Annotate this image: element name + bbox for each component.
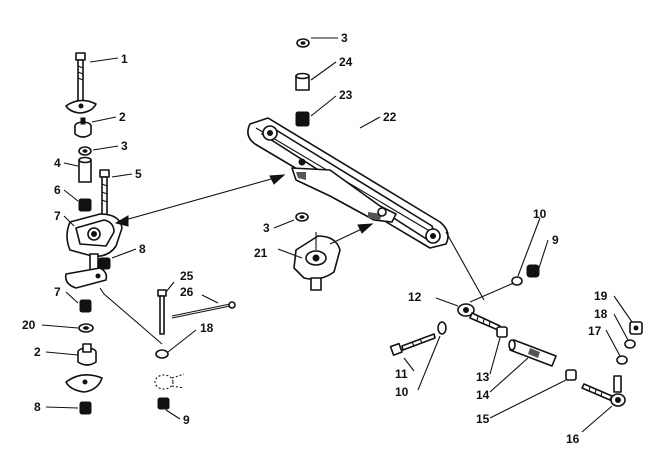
adjuster-sleeve-part-14 (508, 339, 557, 367)
washer-part-20 (78, 323, 94, 333)
callout-1: 1 (121, 52, 128, 66)
spacer-ghost (154, 373, 185, 390)
bushing-part-23 (295, 111, 310, 127)
callout-3: 3 (121, 139, 128, 153)
bolt-part-5 (99, 169, 110, 218)
washer-part-3-top (296, 38, 310, 48)
washer-part-10-lower (437, 321, 447, 335)
upper-plate (65, 99, 97, 114)
callout-9-center: 9 (183, 413, 190, 427)
pivot-bracket-part-6 (66, 213, 123, 271)
nut-part-8-lower (79, 401, 92, 415)
callout-23: 23 (339, 88, 353, 102)
callout-25: 25 (180, 269, 194, 283)
callout-11: 11 (395, 367, 408, 381)
spacer-part-24 (295, 72, 310, 91)
nut-part-9-center (157, 397, 170, 410)
lower-flat-plate (64, 267, 108, 289)
washer-part-3-left (78, 146, 92, 156)
nut-part-9-right (526, 264, 540, 278)
callout-3-center: 3 (263, 221, 270, 235)
nut-part-8-upper (98, 257, 111, 270)
sleeve-part-4 (78, 156, 92, 183)
callout-4: 4 (54, 156, 61, 170)
connector-line-right (445, 231, 517, 303)
bolt-part-25 (157, 289, 167, 335)
lower-plate (65, 374, 103, 393)
callout-8-lower: 8 (34, 400, 41, 414)
callout-2-lower: 2 (34, 345, 41, 359)
callout-20: 20 (22, 318, 36, 332)
connector-line-left (99, 287, 163, 345)
bolt-part-1 (75, 52, 86, 103)
nut-part-7-upper (78, 198, 92, 212)
washer-part-18 (155, 349, 169, 359)
callout-6: 7 (54, 209, 61, 223)
bolt-part-11 (389, 333, 436, 356)
bushing-part-2-upper (74, 117, 92, 138)
washer-part-10-upper (511, 276, 523, 286)
callout-7: 6 (54, 183, 61, 197)
callout-18-right: 18 (594, 307, 608, 321)
callout-3-top: 3 (341, 31, 348, 45)
callout-9-right: 9 (552, 233, 559, 247)
assembly-arrow-lower (329, 223, 374, 245)
callout-16: 16 (566, 432, 580, 446)
callout-10-lower: 10 (395, 385, 409, 399)
bracket-part-21 (293, 232, 341, 291)
nut-part-15 (565, 369, 577, 381)
callout-5: 5 (135, 167, 142, 181)
callout-10-upper: 10 (533, 207, 547, 221)
callout-8: 8 (139, 242, 146, 256)
callout-2: 2 (119, 110, 126, 124)
bushing-part-2-lower (77, 343, 97, 366)
callout-19: 19 (594, 289, 608, 303)
callout-24: 24 (339, 55, 353, 69)
washer-part-17 (616, 355, 628, 365)
callout-14: 14 (476, 388, 490, 402)
callout-7-lower: 7 (54, 285, 61, 299)
callout-18: 18 (200, 321, 214, 335)
callout-21: 21 (254, 246, 268, 260)
callout-15: 15 (476, 412, 490, 426)
assembly-arrow-upper (114, 174, 286, 227)
rod-end-part-16 (581, 375, 626, 407)
callout-22: 22 (383, 110, 397, 124)
callout-12: 12 (408, 290, 422, 304)
leader-lines (41, 37, 633, 433)
callout-labels: 1 2 3 4 5 6 7 8 3 24 23 22 21 3 10 9 12 … (22, 31, 608, 446)
callout-17: 17 (588, 324, 602, 338)
cable-part-26 (171, 301, 236, 319)
callout-13: 13 (476, 370, 490, 384)
nut-part-7-lower (79, 299, 92, 313)
nut-part-19 (629, 321, 643, 335)
nut-part-13 (496, 326, 508, 338)
rod-end-part-12 (457, 303, 501, 331)
washer-part-18-right (624, 339, 636, 349)
washer-part-3-center (295, 212, 309, 222)
link-arm-part-22 (247, 117, 449, 249)
callout-26: 26 (180, 285, 194, 299)
